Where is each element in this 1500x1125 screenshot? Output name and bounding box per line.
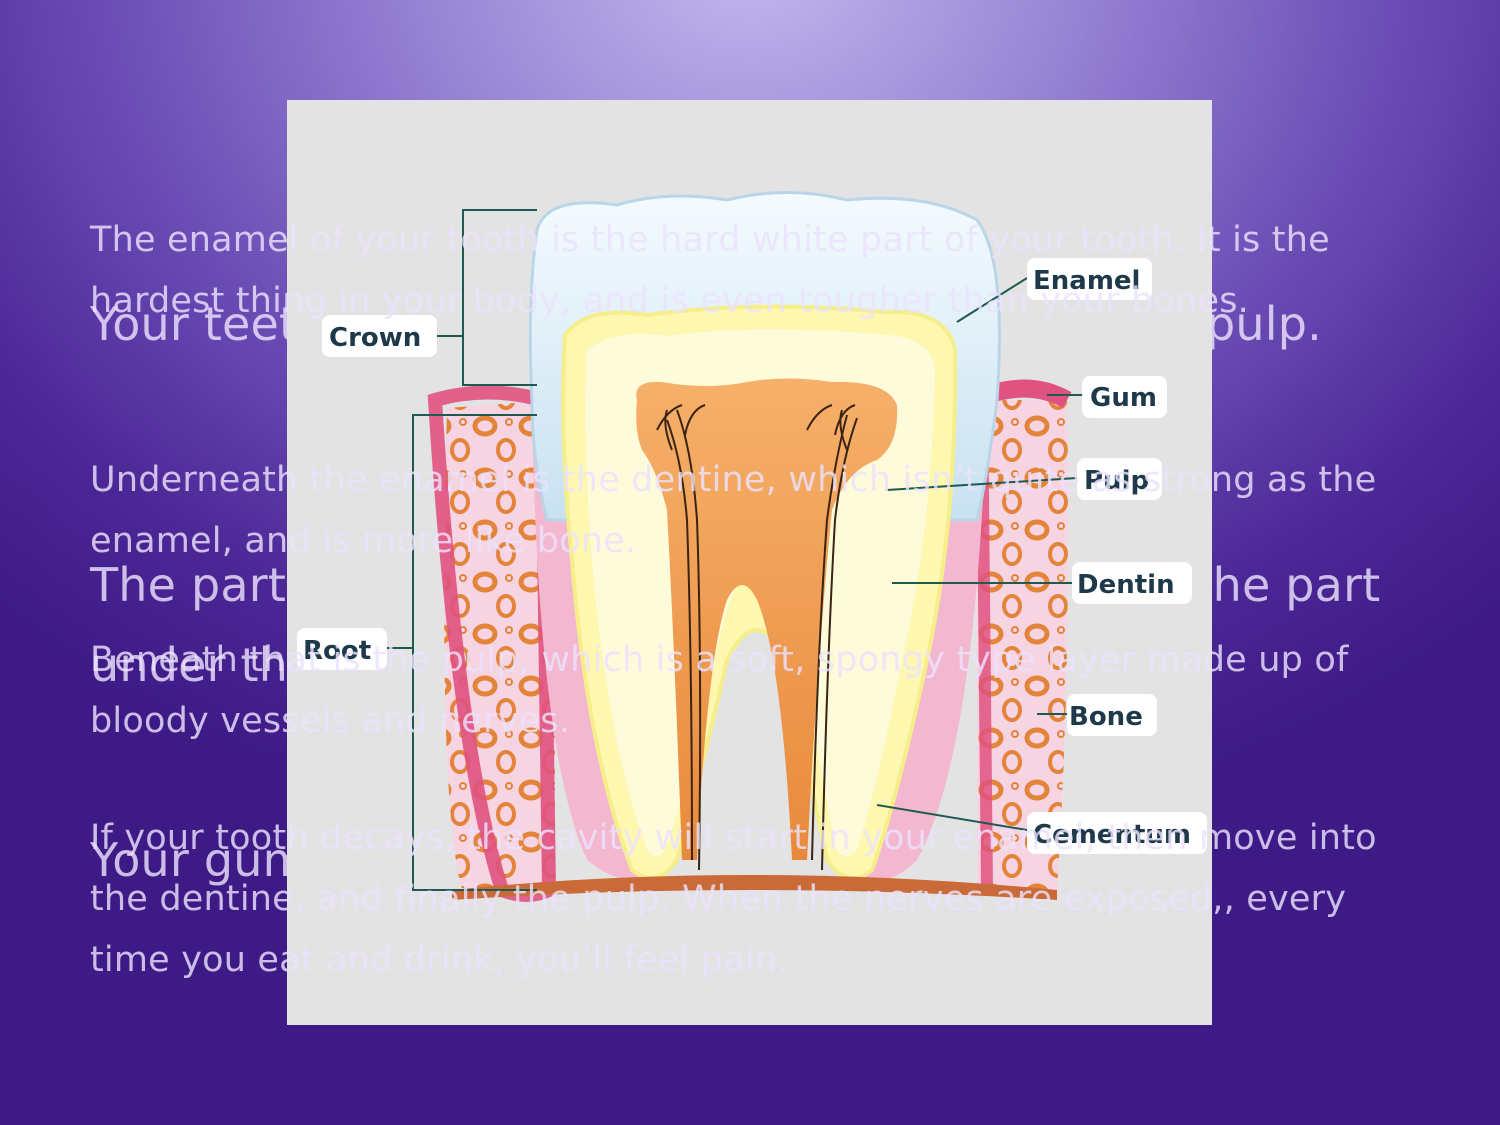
label-gum: Gum bbox=[1090, 383, 1157, 413]
pulp-chamber bbox=[636, 378, 898, 860]
label-bone: Bone bbox=[1069, 702, 1143, 732]
label-root: Root bbox=[303, 636, 371, 666]
label-cementum: Cementum bbox=[1033, 820, 1191, 850]
enamel-paragraph: The enamel of your tooth is the hard whi… bbox=[90, 220, 1330, 321]
leader-lines bbox=[387, 209, 1082, 891]
tooth-diagram: Crown Root Enamel Gum Pulp Dentin Bone C… bbox=[287, 100, 1212, 1025]
label-enamel: Enamel bbox=[1033, 266, 1140, 296]
nerves bbox=[656, 404, 858, 871]
label-pulp: Pulp bbox=[1084, 466, 1149, 496]
dentine-paragraph: Underneath the enamel is the dentine, wh… bbox=[90, 460, 1377, 561]
pulp-paragraph: Beneath that is the pulp, which is a sof… bbox=[90, 640, 1349, 741]
label-dentin: Dentin bbox=[1077, 570, 1175, 600]
cementum-base bbox=[452, 875, 1057, 900]
label-crown: Crown bbox=[329, 323, 421, 353]
decay-paragraph: If your tooth decays, the cavity will st… bbox=[90, 818, 1377, 980]
